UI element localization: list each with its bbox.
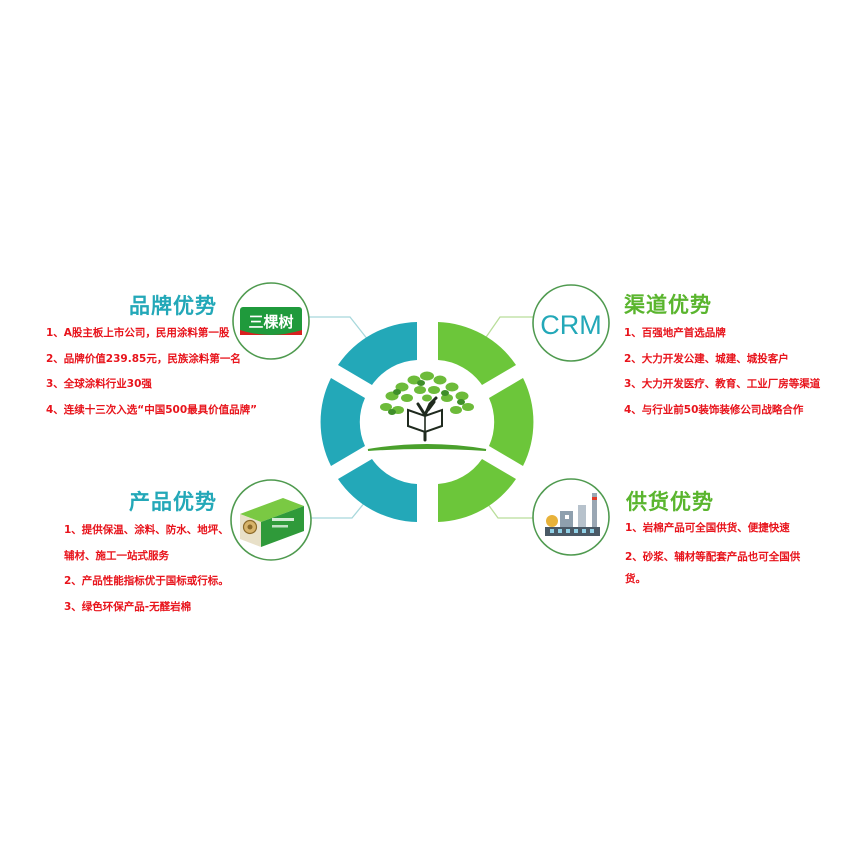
- list-item: 2、大力开发公建、城建、城投客户: [624, 352, 789, 365]
- list-item: 3、全球涂料行业30强: [46, 378, 152, 390]
- ring-segment-top-right: [438, 322, 516, 385]
- ring-segment-bottom-right: [438, 459, 516, 522]
- channel-title: 渠道优势: [624, 293, 712, 317]
- brand-logo-text: 三棵树: [248, 313, 293, 331]
- channel-list: 1、百强地产首选品牌 2、大力开发公建、城建、城投客户 3、大力开发医疗、教育、…: [624, 321, 820, 423]
- center-ring: [320, 322, 534, 522]
- list-item: 1、百强地产首选品牌: [624, 327, 726, 339]
- ring-segment-left: [320, 378, 365, 466]
- supply-badge: [532, 478, 610, 556]
- list-item: 3、大力开发医疗、教育、工业厂房等渠道: [624, 378, 821, 390]
- connector-channel: [481, 316, 536, 344]
- list-item: 1、岩棉产品可全国供货、便捷快速: [625, 522, 790, 534]
- supply-list: 1、岩棉产品可全国供货、便捷快速 2、砂浆、辅材等配套产品也可全国供货。: [625, 516, 807, 590]
- list-item: 1、提供保温、涂料、防水、地坪、: [64, 524, 229, 536]
- list-item: 辅材、施工一站式服务: [64, 549, 169, 562]
- list-item: 4、与行业前50装饰装修公司战略合作: [624, 403, 804, 416]
- channel-badge: CRM: [532, 284, 610, 362]
- list-item: 1、A股主板上市公司，民用涂料第一股: [46, 327, 230, 339]
- product-list: 1、提供保温、涂料、防水、地坪、 辅材、施工一站式服务 2、产品性能指标优于国标…: [64, 518, 229, 620]
- brand-list: 1、A股主板上市公司，民用涂料第一股 2、品牌价值239.85元，民族涂料第一名…: [46, 321, 257, 423]
- list-item: 3、绿色环保产品-无醛岩棉: [64, 600, 192, 613]
- factory-icon: [545, 493, 600, 536]
- crm-text-icon: CRM: [540, 310, 602, 340]
- product-title: 产品优势: [129, 490, 217, 514]
- brand-badge: 三棵树: [232, 282, 310, 360]
- list-item: 4、连续十三次入选“中国500最具价值品牌”: [46, 403, 258, 416]
- list-item: 2、产品性能指标优于国标或行标。: [64, 575, 229, 587]
- product-badge: [230, 479, 312, 561]
- list-item: 2、品牌价值239.85元，民族涂料第一名: [46, 352, 241, 365]
- brand-title: 品牌优势: [129, 294, 217, 318]
- ring-segment-bottom-left: [338, 459, 417, 522]
- connector-brand: [306, 316, 373, 346]
- ring-segment-right: [489, 378, 534, 466]
- sankeshu-logo-icon: 三棵树: [240, 307, 302, 335]
- rockwool-package-icon: [240, 498, 304, 547]
- supply-title: 供货优势: [626, 490, 714, 514]
- ring-segment-top-left: [338, 322, 417, 385]
- list-item: 2、砂浆、辅材等配套产品也可全国供货。: [625, 550, 801, 585]
- tree-book-icon: [367, 371, 487, 451]
